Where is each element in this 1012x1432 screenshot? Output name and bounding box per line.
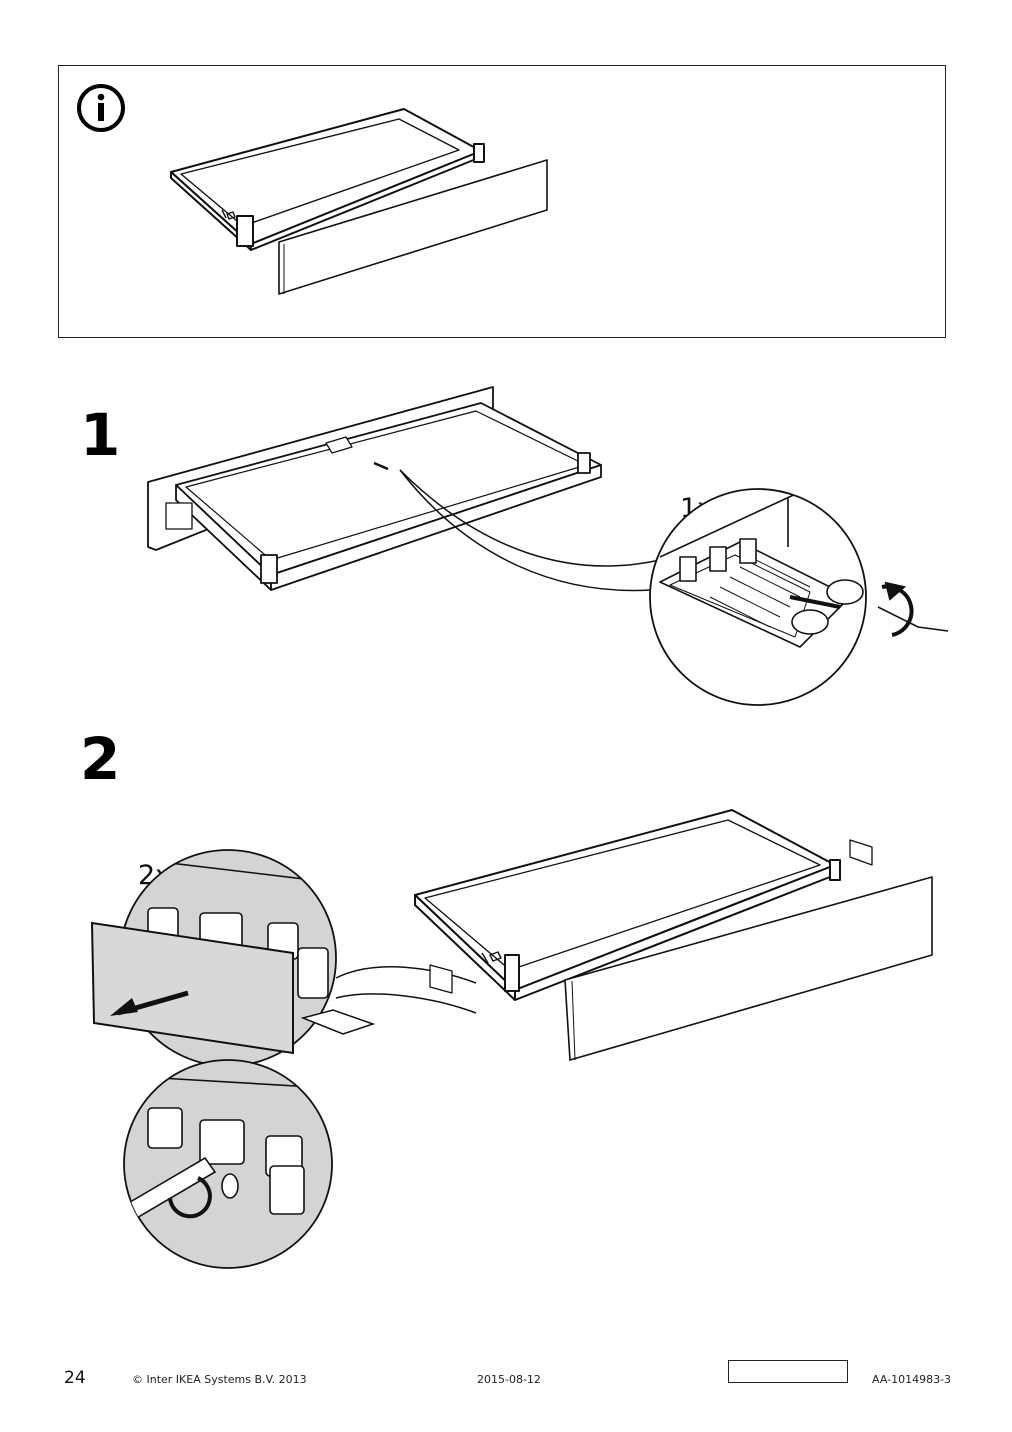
copyright-text: © Inter IKEA Systems B.V. 2013 <box>132 1373 307 1386</box>
step-2-detail-circle-top <box>90 849 477 1067</box>
drawer-with-front-illustration <box>170 108 548 295</box>
footer-blank-box <box>728 1360 848 1383</box>
step-1-number: 1 <box>80 401 120 469</box>
step-2-number: 2 <box>80 725 120 793</box>
step-1-detail-circle <box>649 488 949 706</box>
info-panel <box>58 65 946 338</box>
document-id: AA-1014983-3 <box>872 1373 952 1386</box>
step-1-callout-pointer <box>399 469 661 592</box>
info-icon <box>77 84 125 132</box>
step-2-drawer-illustration <box>414 809 933 1061</box>
step-2-detail-circle-bottom <box>123 1059 333 1269</box>
page-number: 24 <box>64 1368 86 1388</box>
document-date: 2015-08-12 <box>477 1373 541 1386</box>
step-1-drawer-illustration <box>147 386 602 591</box>
